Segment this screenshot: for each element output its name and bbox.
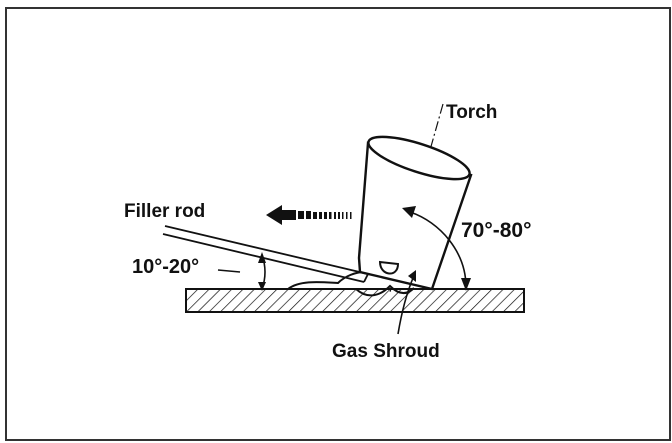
arrow-left-icon [266, 205, 352, 225]
tungsten-electrode [378, 260, 400, 275]
workpiece-plate [185, 288, 525, 313]
torch-nozzle [357, 135, 473, 291]
gas-shroud-leader [397, 277, 414, 335]
torch-angle-arrow-top [402, 206, 416, 218]
rod-angle-arrow-base [258, 282, 266, 291]
rod-angle-label: 10°-20° [132, 256, 199, 278]
torch-angle-arrow-bottom [461, 278, 471, 291]
torch-angle-label: 70°-80° [461, 219, 532, 242]
diagram-frame [5, 7, 671, 441]
rod-angle-arrow [258, 252, 266, 263]
gas-shroud-leader-arrow [408, 270, 416, 282]
gas-shroud-label: Gas Shroud [332, 341, 440, 362]
rod-angle-leader [217, 269, 241, 273]
torch-angle-arc [409, 211, 467, 288]
torch-label: Torch [446, 102, 497, 123]
filler-rod-label: Filler rod [124, 201, 205, 222]
